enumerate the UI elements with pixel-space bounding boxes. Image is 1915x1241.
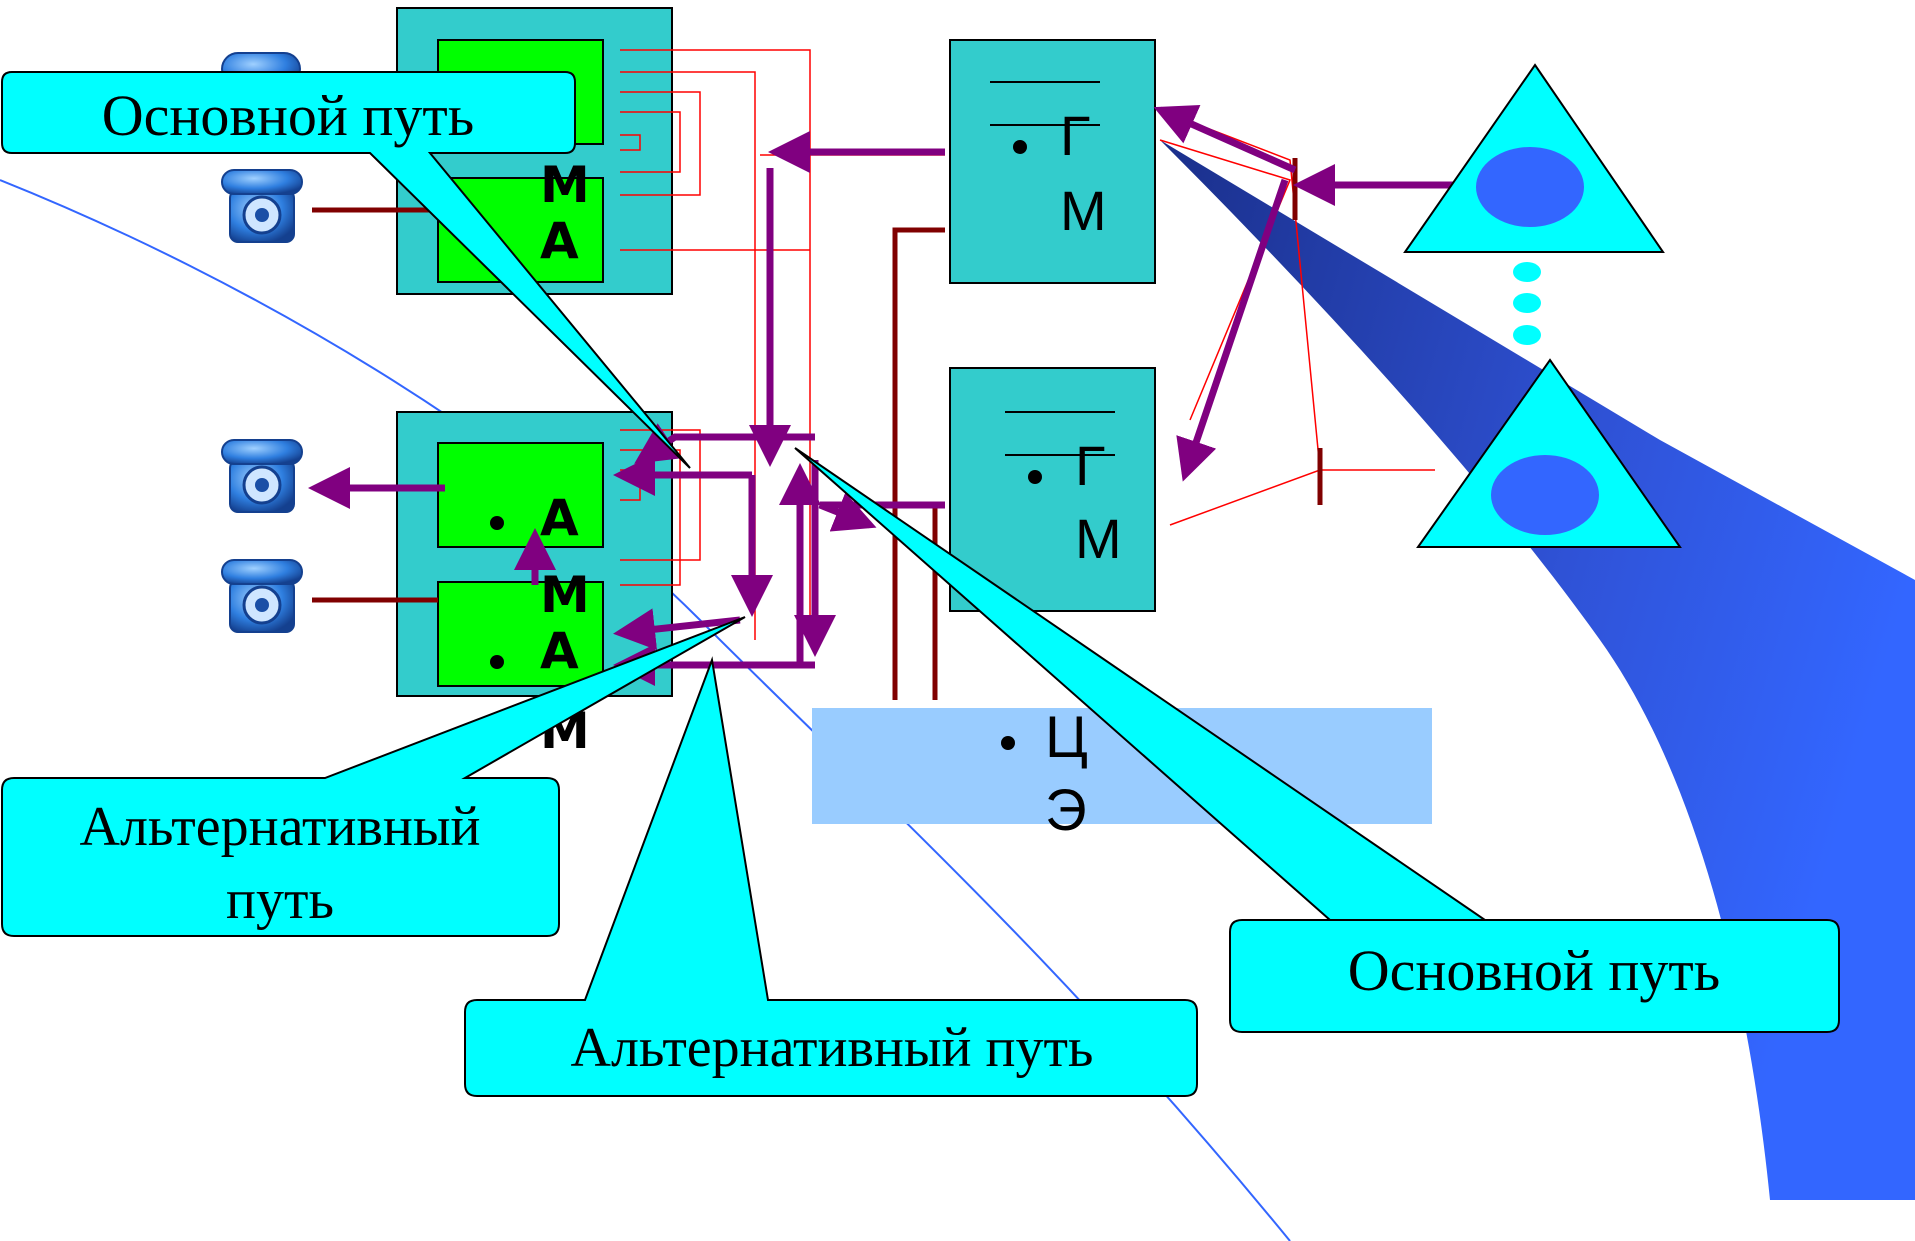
callout-main-path-bottom: Основной путь (794, 447, 1840, 1033)
module-letter-m: М (540, 156, 590, 214)
svg-text:путь: путь (226, 869, 334, 931)
module-letter-m: М (540, 566, 590, 624)
telephone-icon (221, 559, 303, 633)
bullet-dot (1028, 470, 1042, 484)
module-letter-a: А (540, 489, 579, 547)
bullet-dot (490, 516, 504, 530)
telephone-icon (221, 439, 303, 513)
center-letter-e: Э (1045, 778, 1087, 843)
gm-letter-g: Г (1060, 104, 1090, 167)
gm-block-top (949, 39, 1156, 284)
gm-letter-g: Г (1075, 434, 1105, 497)
antenna-triangle-icon (1416, 358, 1682, 548)
callout-alt-path-left: Альтернативный путь (1, 616, 746, 937)
callout-main-path-top: Основной путь (1, 71, 691, 469)
module-letter-a: А (540, 622, 579, 680)
center-letter-ts: Ц (1045, 705, 1088, 770)
svg-text:Основной путь: Основной путь (1348, 938, 1720, 1003)
gm-block-bottom (949, 367, 1156, 612)
callout-alt-path-bottom: Альтернативный путь (464, 656, 1198, 1097)
antenna-triangle-icon (1403, 63, 1665, 253)
module-letter-a: А (540, 212, 579, 270)
purple-paths (308, 105, 1455, 686)
telephone-icon (221, 169, 303, 243)
svg-text:Основной путь: Основной путь (102, 83, 474, 148)
bullet-dot (1013, 140, 1027, 154)
bullet-dot (1001, 736, 1015, 750)
gm-letter-m: М (1075, 507, 1122, 570)
svg-text:Альтернативный путь: Альтернативный путь (571, 1017, 1094, 1079)
svg-text:Альтернативный: Альтернативный (80, 796, 481, 858)
gm-letter-m: М (1060, 179, 1107, 242)
vertical-dots-icon (1513, 262, 1541, 345)
bullet-dot (490, 655, 504, 669)
